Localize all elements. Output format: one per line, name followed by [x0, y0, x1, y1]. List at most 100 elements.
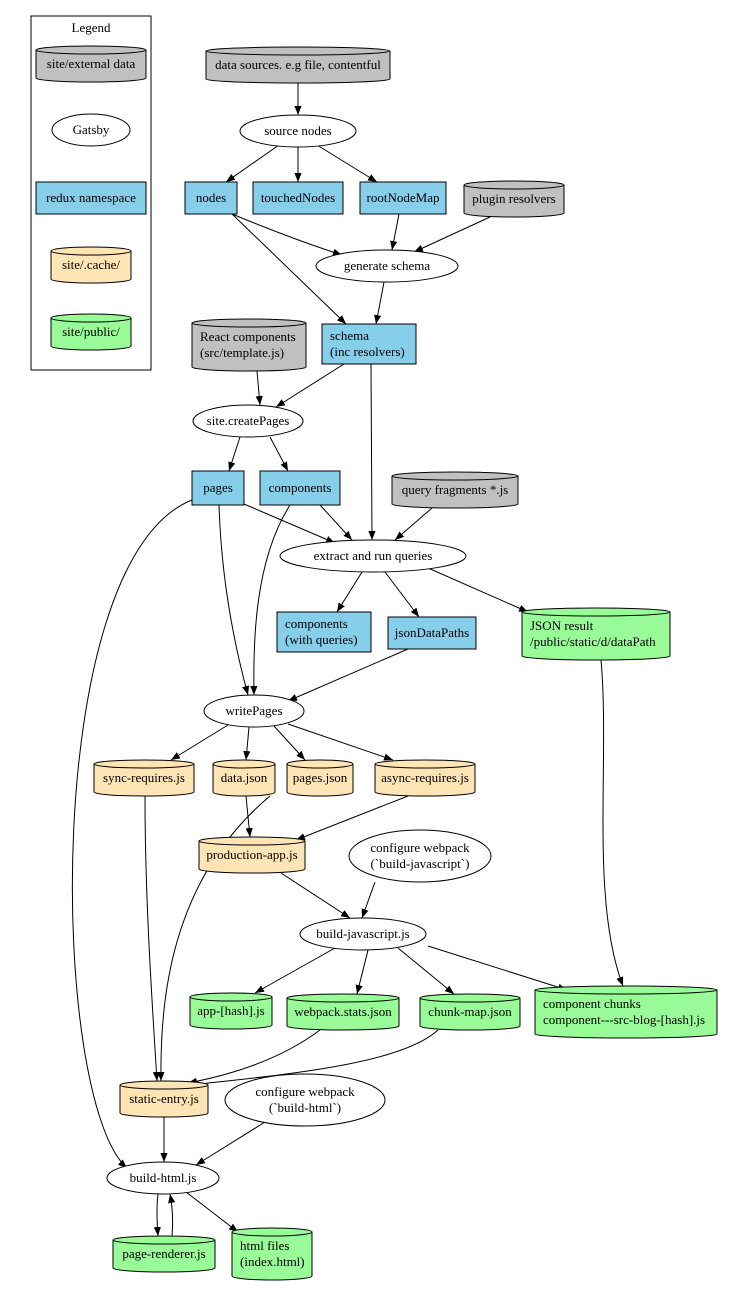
- node-data-sources: data sources. e.g file, contentful: [205, 46, 391, 84]
- node-label: pages.json: [293, 770, 348, 785]
- node-data-json: data.json: [212, 759, 276, 797]
- cylinder-shape: [391, 471, 519, 509]
- edge-sync-requires-to-static-entry: [144, 795, 161, 1082]
- edge-write-pages-to-async-requires: [287, 723, 394, 761]
- node-label: async-requires.js: [381, 770, 469, 785]
- cylinder-shape: [112, 1235, 216, 1273]
- node-label: webpack.stats.json: [294, 1004, 392, 1019]
- edge-json-result-to-component-chunks: [600, 659, 624, 987]
- node-build-html: build-html.js: [106, 1161, 220, 1195]
- edge-source-nodes-to-nodes: [225, 144, 280, 183]
- edge-query-fragments-to-extract-queries: [394, 507, 433, 541]
- ellipse-shape: [192, 404, 304, 438]
- edge-pages-to-extract-queries: [243, 503, 336, 544]
- node-label: plugin resolvers: [472, 191, 555, 206]
- edge-production-app-to-build-javascript: [280, 872, 351, 919]
- nodes: data sources. e.g file, contentful source…: [93, 46, 718, 1281]
- node-label: (`build-javascript`): [371, 856, 470, 871]
- node-label: source nodes: [264, 123, 332, 138]
- cylinder-shape: [286, 759, 354, 797]
- ellipse-shape: [299, 917, 427, 951]
- cylinder-shape: [50, 313, 132, 351]
- node-label: nodes: [196, 190, 226, 205]
- edge-page-renderer-to-build-html: [168, 1193, 176, 1237]
- rect-shape: [259, 470, 341, 506]
- node-label: query fragments *.js: [402, 482, 509, 497]
- node-source-nodes: source nodes: [239, 114, 357, 148]
- cylinder-shape: [189, 992, 273, 1030]
- edge-chunk-map-to-static-entry: [189, 1029, 439, 1088]
- node-static-entry: static-entry.js: [119, 1080, 209, 1118]
- node-components: components: [259, 470, 341, 506]
- node-sync-requires: sync-requires.js: [93, 759, 195, 797]
- edge-extract-queries-to-json-result: [427, 567, 529, 613]
- node-schema: schema(inc resolvers): [321, 323, 417, 365]
- rect-shape: [359, 181, 447, 215]
- edge-extract-queries-to-components-with-queries: [336, 571, 363, 613]
- node-webpack-stats: webpack.stats.json: [286, 993, 400, 1031]
- ellipse-shape: [51, 113, 131, 147]
- node-extract-queries: extract and run queries: [279, 539, 467, 573]
- edge-components-to-write-pages: [250, 504, 291, 696]
- node-label: (with queries): [285, 632, 358, 647]
- node-label: jsonDataPaths: [394, 625, 469, 640]
- node-label: site/external data: [47, 56, 136, 71]
- node-react-components: React components(src/template.js): [191, 318, 307, 372]
- node-label: page-renderer.js: [122, 1246, 205, 1261]
- cylinder-shape: [231, 1227, 313, 1281]
- edge-webpack-stats-to-static-entry: [187, 1029, 321, 1085]
- node-async-requires: async-requires.js: [374, 759, 476, 797]
- node-label: writePages: [225, 703, 282, 718]
- node-label: (inc resolvers): [330, 344, 405, 359]
- node-label: components: [269, 480, 332, 495]
- node-label: data.json: [221, 770, 268, 785]
- rect-shape: [276, 611, 372, 653]
- node-label: components: [285, 616, 348, 631]
- edge-data-json-to-static-entry: [157, 795, 271, 1082]
- cylinder-shape: [374, 759, 476, 797]
- rect-shape: [184, 181, 238, 215]
- node-label: (`build-html`): [269, 1100, 341, 1115]
- leg-gatsby: Gatsby: [51, 113, 131, 147]
- legend-title: Legend: [72, 20, 111, 35]
- rect-shape: [35, 181, 147, 215]
- edge-build-javascript-to-component-chunks: [427, 945, 568, 991]
- leg-public: site/public/: [50, 313, 132, 351]
- node-component-chunks: component chunkscomponent---src-blog-[ha…: [534, 985, 718, 1039]
- edges: [71, 83, 624, 1237]
- node-label: extract and run queries: [314, 548, 433, 563]
- ellipse-shape: [224, 1073, 386, 1127]
- cylinder-shape: [205, 46, 391, 84]
- ellipse-shape: [315, 249, 459, 283]
- edge-source-nodes-to-root-node-map: [316, 144, 378, 183]
- edge-build-javascript-to-app-hash: [254, 947, 336, 994]
- node-label: component chunks: [543, 996, 641, 1011]
- node-label: schema: [330, 328, 369, 343]
- leg-external: site/external data: [35, 45, 147, 83]
- node-write-pages: writePages: [203, 694, 305, 728]
- edge-json-data-paths-to-write-pages: [287, 648, 409, 702]
- node-label: JSON result: [530, 618, 594, 633]
- edge-configure-webpack-html-to-build-html: [195, 1121, 266, 1166]
- edge-components-to-extract-queries: [319, 504, 353, 541]
- edge-build-javascript-to-chunk-map: [397, 947, 455, 995]
- edge-schema-to-create-pages: [275, 363, 345, 408]
- edge-react-components-to-create-pages: [255, 370, 263, 406]
- ellipse-shape: [279, 539, 467, 573]
- cylinder-shape: [419, 993, 521, 1031]
- node-label: build-html.js: [130, 1170, 197, 1185]
- rect-shape: [252, 181, 344, 215]
- cylinder-shape: [93, 759, 195, 797]
- node-html-files: html files(index.html): [231, 1227, 313, 1281]
- node-label: pages: [203, 480, 233, 495]
- edge-configure-webpack-js-to-build-javascript: [361, 881, 376, 919]
- node-label: static-entry.js: [129, 1091, 199, 1106]
- rect-shape: [191, 470, 245, 506]
- node-label: (src/template.js): [200, 345, 284, 360]
- ellipse-shape: [106, 1161, 220, 1195]
- node-label: configure webpack: [370, 840, 470, 855]
- node-create-pages: site.createPages: [192, 404, 304, 438]
- node-root-node-map: rootNodeMap: [359, 181, 447, 215]
